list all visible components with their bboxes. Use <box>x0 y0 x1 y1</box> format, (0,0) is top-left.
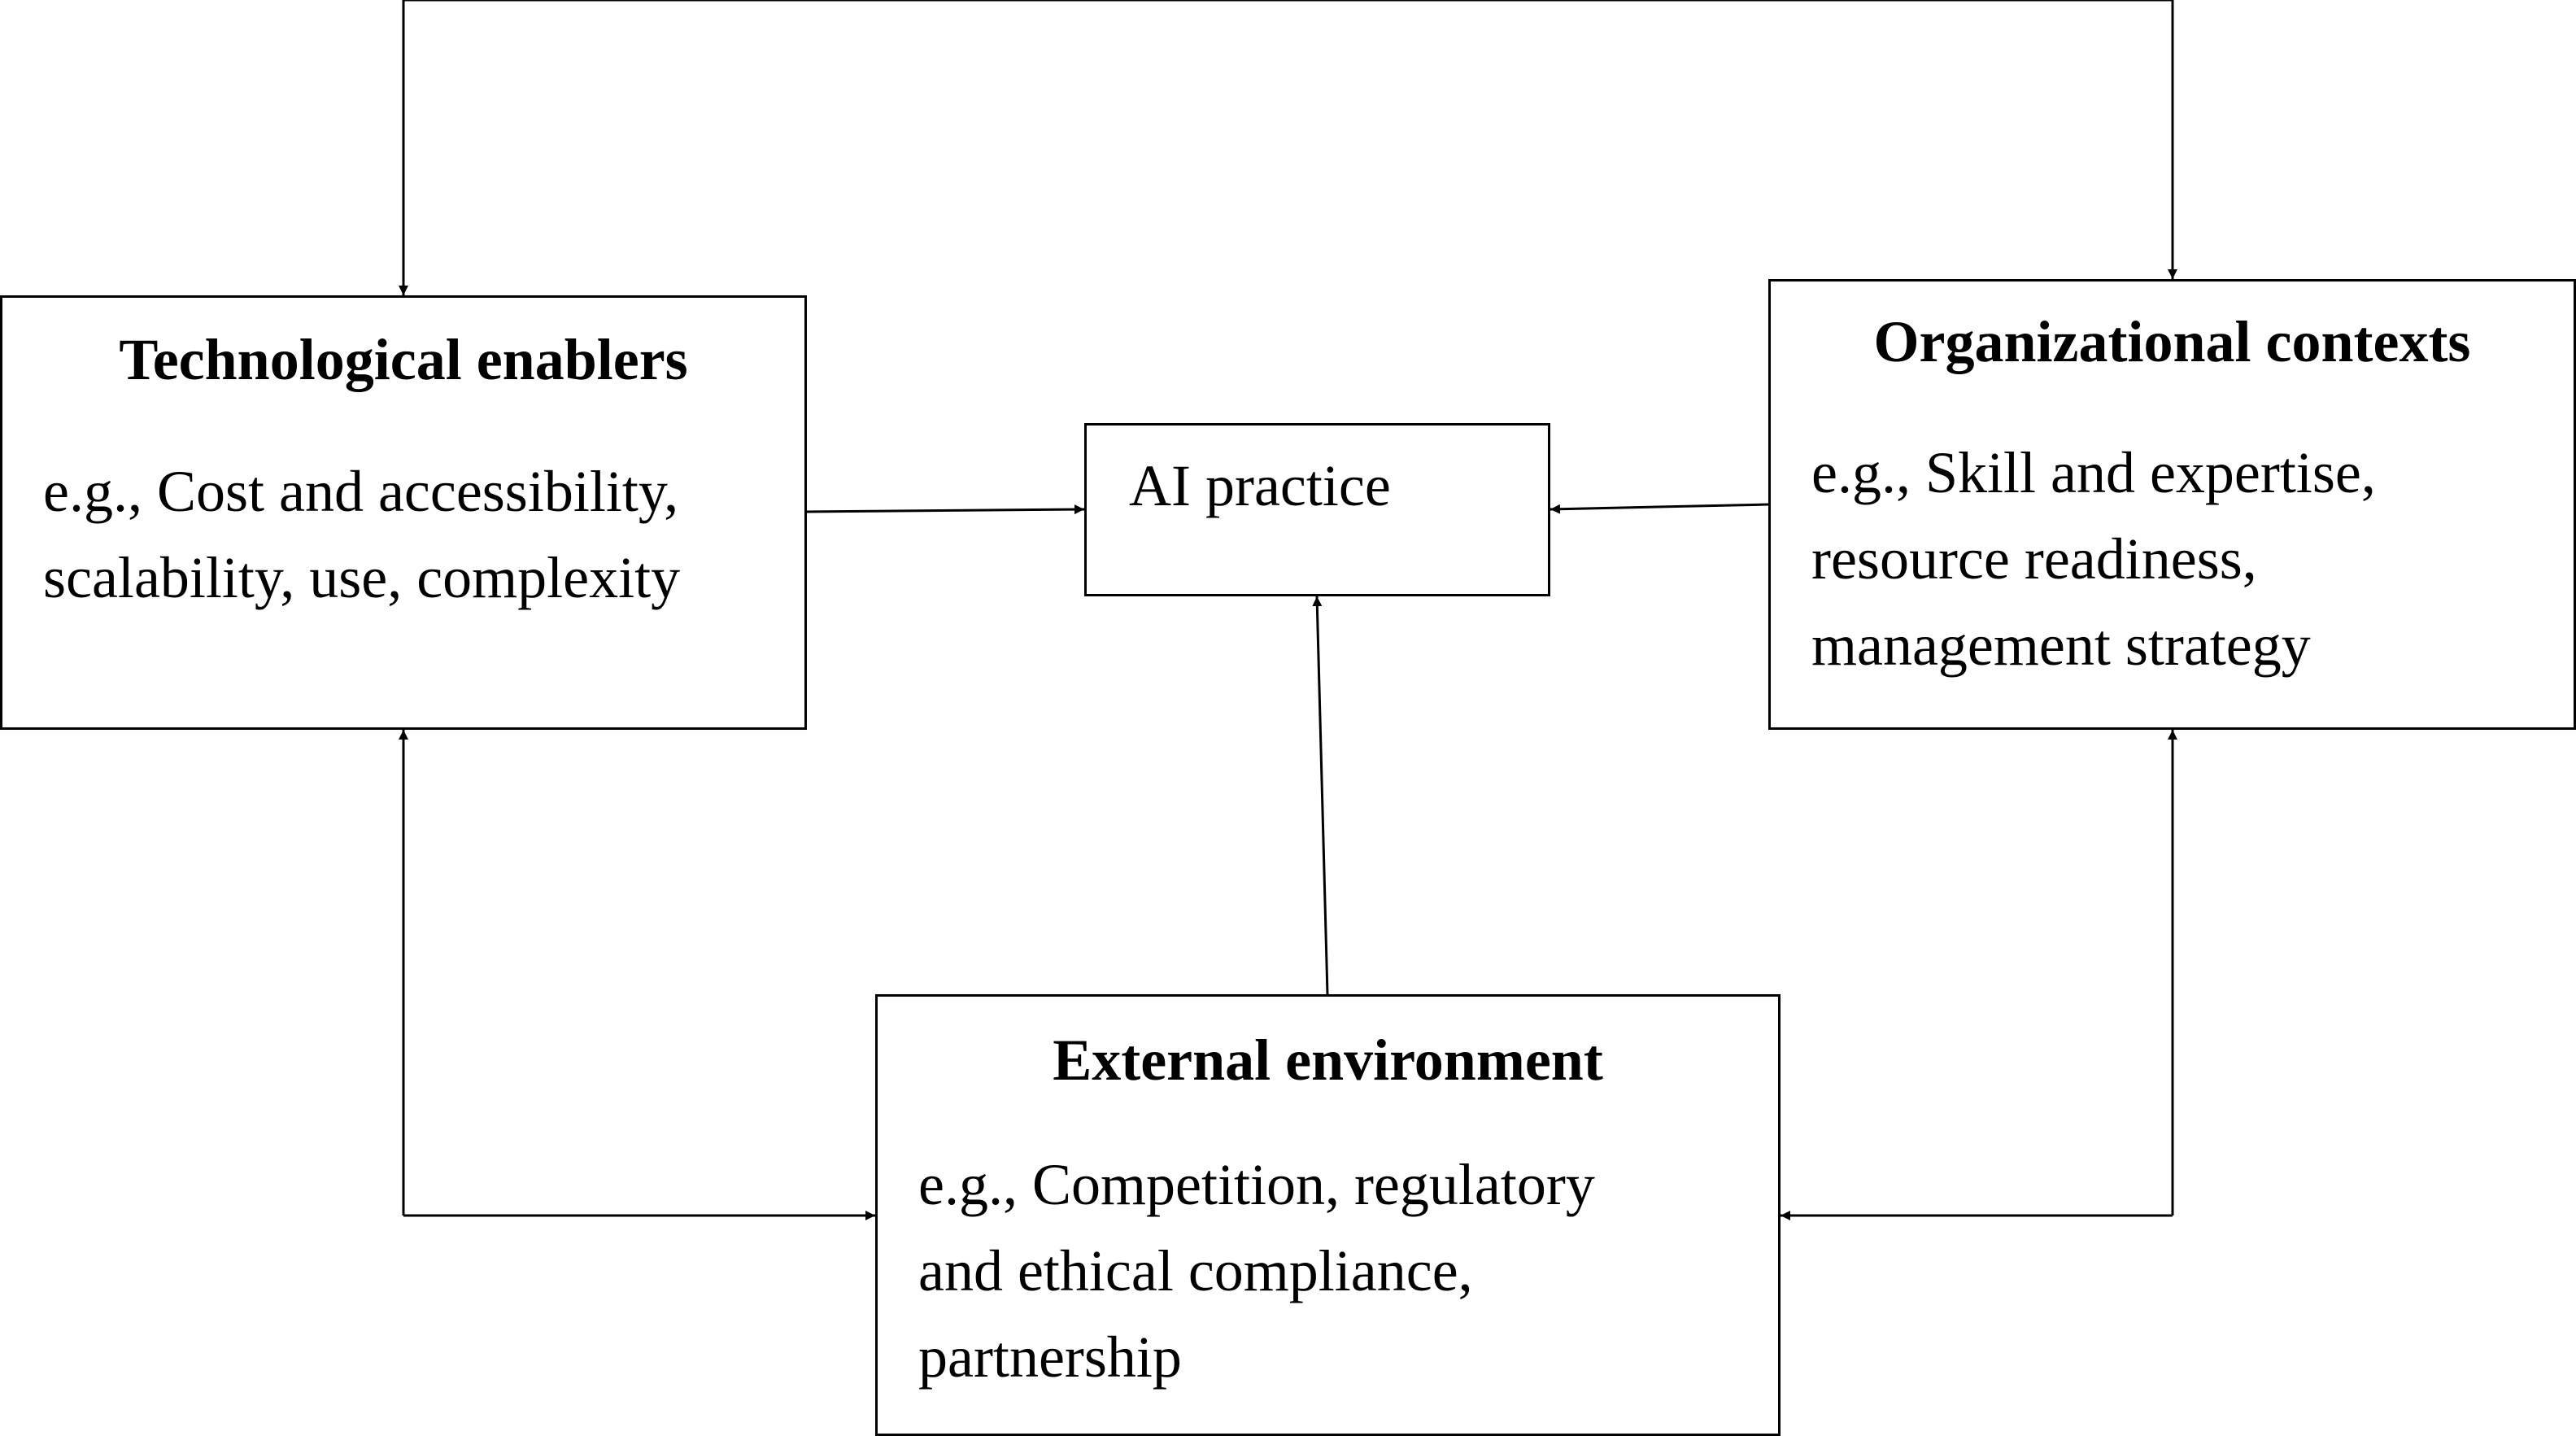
arrow-tech-to-ai <box>806 504 1085 515</box>
external-environment-examples: e.g., Competition, regulatory and ethica… <box>918 1141 1595 1400</box>
organizational-contexts-line: management strategy <box>1811 613 2311 678</box>
ai-practice-box: AI practice <box>1084 423 1550 596</box>
external-environment-box: External environment e.g., Competition, … <box>875 994 1781 1436</box>
organizational-contexts-title: Organizational contexts <box>1873 309 2471 374</box>
arrow-org-to-ai <box>1550 503 1769 514</box>
technological-enablers-box: Technological enablers e.g., Cost and ac… <box>0 295 807 730</box>
organizational-contexts-line: resource readiness, <box>1811 526 2257 591</box>
external-environment-line: e.g., Competition, regulatory <box>918 1152 1595 1217</box>
technological-enablers-line: e.g., Cost and accessibility, <box>43 459 679 524</box>
arrow-ext-to-ai <box>1312 596 1329 995</box>
organizational-contexts-line: e.g., Skill and expertise, <box>1811 440 2376 505</box>
ai-practice-label: AI practice <box>1129 453 1391 518</box>
technological-enablers-title: Technological enablers <box>119 327 688 392</box>
technological-enablers-examples: e.g., Cost and accessibility, scalabilit… <box>43 448 680 621</box>
technological-enablers-line: scalability, use, complexity <box>43 545 681 610</box>
organizational-contexts-examples: e.g., Skill and expertise, resource read… <box>1811 430 2376 688</box>
external-environment-line: and ethical compliance, <box>918 1238 1473 1303</box>
organizational-contexts-box: Organizational contexts e.g., Skill and … <box>1768 279 2576 730</box>
external-environment-line: partnership <box>918 1325 1182 1390</box>
external-environment-title: External environment <box>1053 1028 1603 1093</box>
